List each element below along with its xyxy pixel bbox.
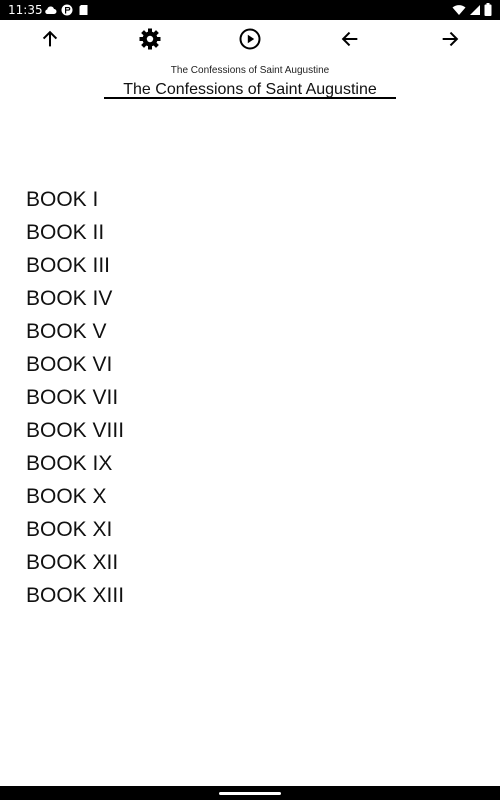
book-item[interactable]: BOOK VI: [26, 353, 113, 376]
cloud-icon: [44, 4, 57, 16]
book-item[interactable]: BOOK XII: [26, 551, 119, 574]
title-underline: [104, 97, 396, 99]
forward-arrow-icon: [439, 28, 461, 55]
next-button[interactable]: [436, 27, 464, 55]
gear-icon: [138, 27, 162, 56]
status-bar: 11:35: [0, 0, 500, 20]
play-icon: [238, 27, 262, 56]
title-field[interactable]: The Confessions of Saint Augustine: [104, 79, 396, 99]
toolbar: [0, 20, 500, 62]
book-item[interactable]: BOOK X: [26, 485, 107, 508]
book-list: BOOK I BOOK II BOOK III BOOK IV BOOK V B…: [26, 186, 124, 615]
status-notification-icons: [44, 4, 91, 16]
home-handle[interactable]: [219, 792, 281, 795]
wifi-icon: [452, 4, 466, 19]
book-item[interactable]: BOOK XI: [26, 518, 113, 541]
book-item[interactable]: BOOK VII: [26, 386, 119, 409]
book-item[interactable]: BOOK I: [26, 188, 99, 211]
sd-card-icon: [78, 4, 91, 16]
book-item[interactable]: BOOK III: [26, 254, 111, 277]
book-item[interactable]: BOOK II: [26, 221, 105, 244]
book-item[interactable]: BOOK VIII: [26, 419, 125, 442]
settings-button[interactable]: [136, 27, 164, 55]
header-subtitle: The Confessions of Saint Augustine: [170, 65, 330, 76]
play-button[interactable]: [236, 27, 264, 55]
up-button[interactable]: [36, 27, 64, 55]
sync-icon: [61, 4, 74, 16]
book-item[interactable]: BOOK IV: [26, 287, 113, 310]
book-item[interactable]: BOOK IX: [26, 452, 113, 475]
battery-icon: [484, 3, 492, 19]
up-icon: [39, 28, 61, 55]
status-system-icons: [452, 3, 492, 19]
book-title: The Confessions of Saint Augustine: [123, 81, 377, 98]
back-arrow-icon: [339, 28, 361, 55]
signal-icon: [469, 4, 481, 19]
previous-button[interactable]: [336, 27, 364, 55]
navigation-bar: [0, 786, 500, 800]
reader-screen: The Confessions of Saint Augustine The C…: [0, 20, 500, 786]
status-time: 11:35: [8, 3, 43, 17]
book-item[interactable]: BOOK XIII: [26, 584, 125, 607]
book-item[interactable]: BOOK V: [26, 320, 107, 343]
